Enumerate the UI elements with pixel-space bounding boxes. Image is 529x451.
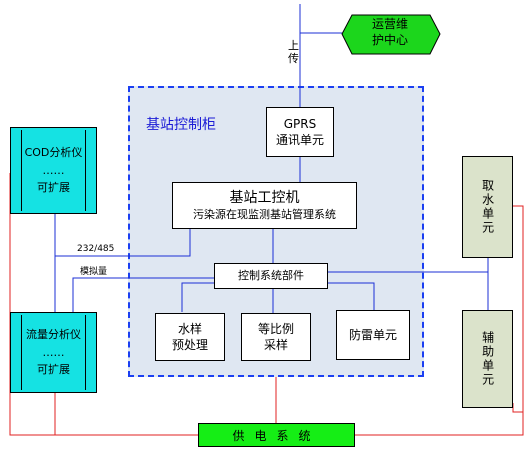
industrial-pc: 基站工控机 污染源在现监测基站管理系统 <box>172 182 357 229</box>
cod-analyzer-name: COD分析仪 <box>24 146 83 160</box>
gprs-line1: GPRS <box>283 116 317 131</box>
upload-label-char2: 传 <box>288 52 299 66</box>
power-line-right <box>355 205 524 436</box>
ops-center-label: 运营维 护中心 <box>352 14 428 52</box>
sampling-line2: 采样 <box>263 338 288 352</box>
water-intake-unit: 取水单元 <box>462 156 513 258</box>
ipc-title: 基站工控机 <box>229 189 300 206</box>
flow-analyzer: 流量分析仪 …… 可扩展 <box>10 312 97 393</box>
cod-analyzer: COD分析仪 …… 可扩展 <box>10 127 97 214</box>
analog-link-label: 模拟量 <box>80 267 108 277</box>
gprs-unit: GPRS 通讯单元 <box>266 107 334 157</box>
ipc-subtitle: 污染源在现监测基站管理系统 <box>193 207 336 221</box>
ops-center-line2: 护中心 <box>371 33 408 47</box>
flow-analyzer-dots: …… <box>42 345 65 359</box>
lightning-protection-unit: 防雷单元 <box>336 310 410 360</box>
control-system-unit: 控制系统部件 <box>214 263 328 289</box>
cabinet-title: 基站控制柜 <box>146 117 216 133</box>
gprs-line2: 通讯单元 <box>275 133 324 147</box>
cod-analyzer-expand: 可扩展 <box>37 181 70 195</box>
ops-center-line1: 运营维 <box>371 17 408 32</box>
pretreatment-unit: 水样 预处理 <box>155 313 225 361</box>
flow-analyzer-name: 流量分析仪 <box>26 328 81 342</box>
lightning-label: 防雷单元 <box>348 327 397 342</box>
pretreatment-line1: 水样 <box>177 321 202 336</box>
sampling-unit: 等比例 采样 <box>241 313 311 361</box>
power-line-aux <box>512 403 523 413</box>
water-intake-label: 取水单元 <box>480 179 495 235</box>
power-line-left <box>9 173 198 436</box>
control-system-label: 控制系统部件 <box>238 268 304 282</box>
auxiliary-unit: 辅助单元 <box>462 310 513 408</box>
sampling-line1: 等比例 <box>257 321 294 336</box>
upload-label: 上 传 <box>288 39 299 65</box>
flow-analyzer-expand: 可扩展 <box>37 363 70 377</box>
ops-center-hexagon <box>341 14 441 55</box>
upload-label-char1: 上 <box>288 39 299 52</box>
cod-analyzer-dots: …… <box>42 163 65 177</box>
auxiliary-label: 辅助单元 <box>480 331 495 387</box>
pretreatment-line2: 预处理 <box>171 338 208 352</box>
power-system: 供电系统 <box>198 423 355 447</box>
serial-link-label: 232/485 <box>77 244 115 254</box>
power-system-label: 供电系统 <box>232 428 321 443</box>
